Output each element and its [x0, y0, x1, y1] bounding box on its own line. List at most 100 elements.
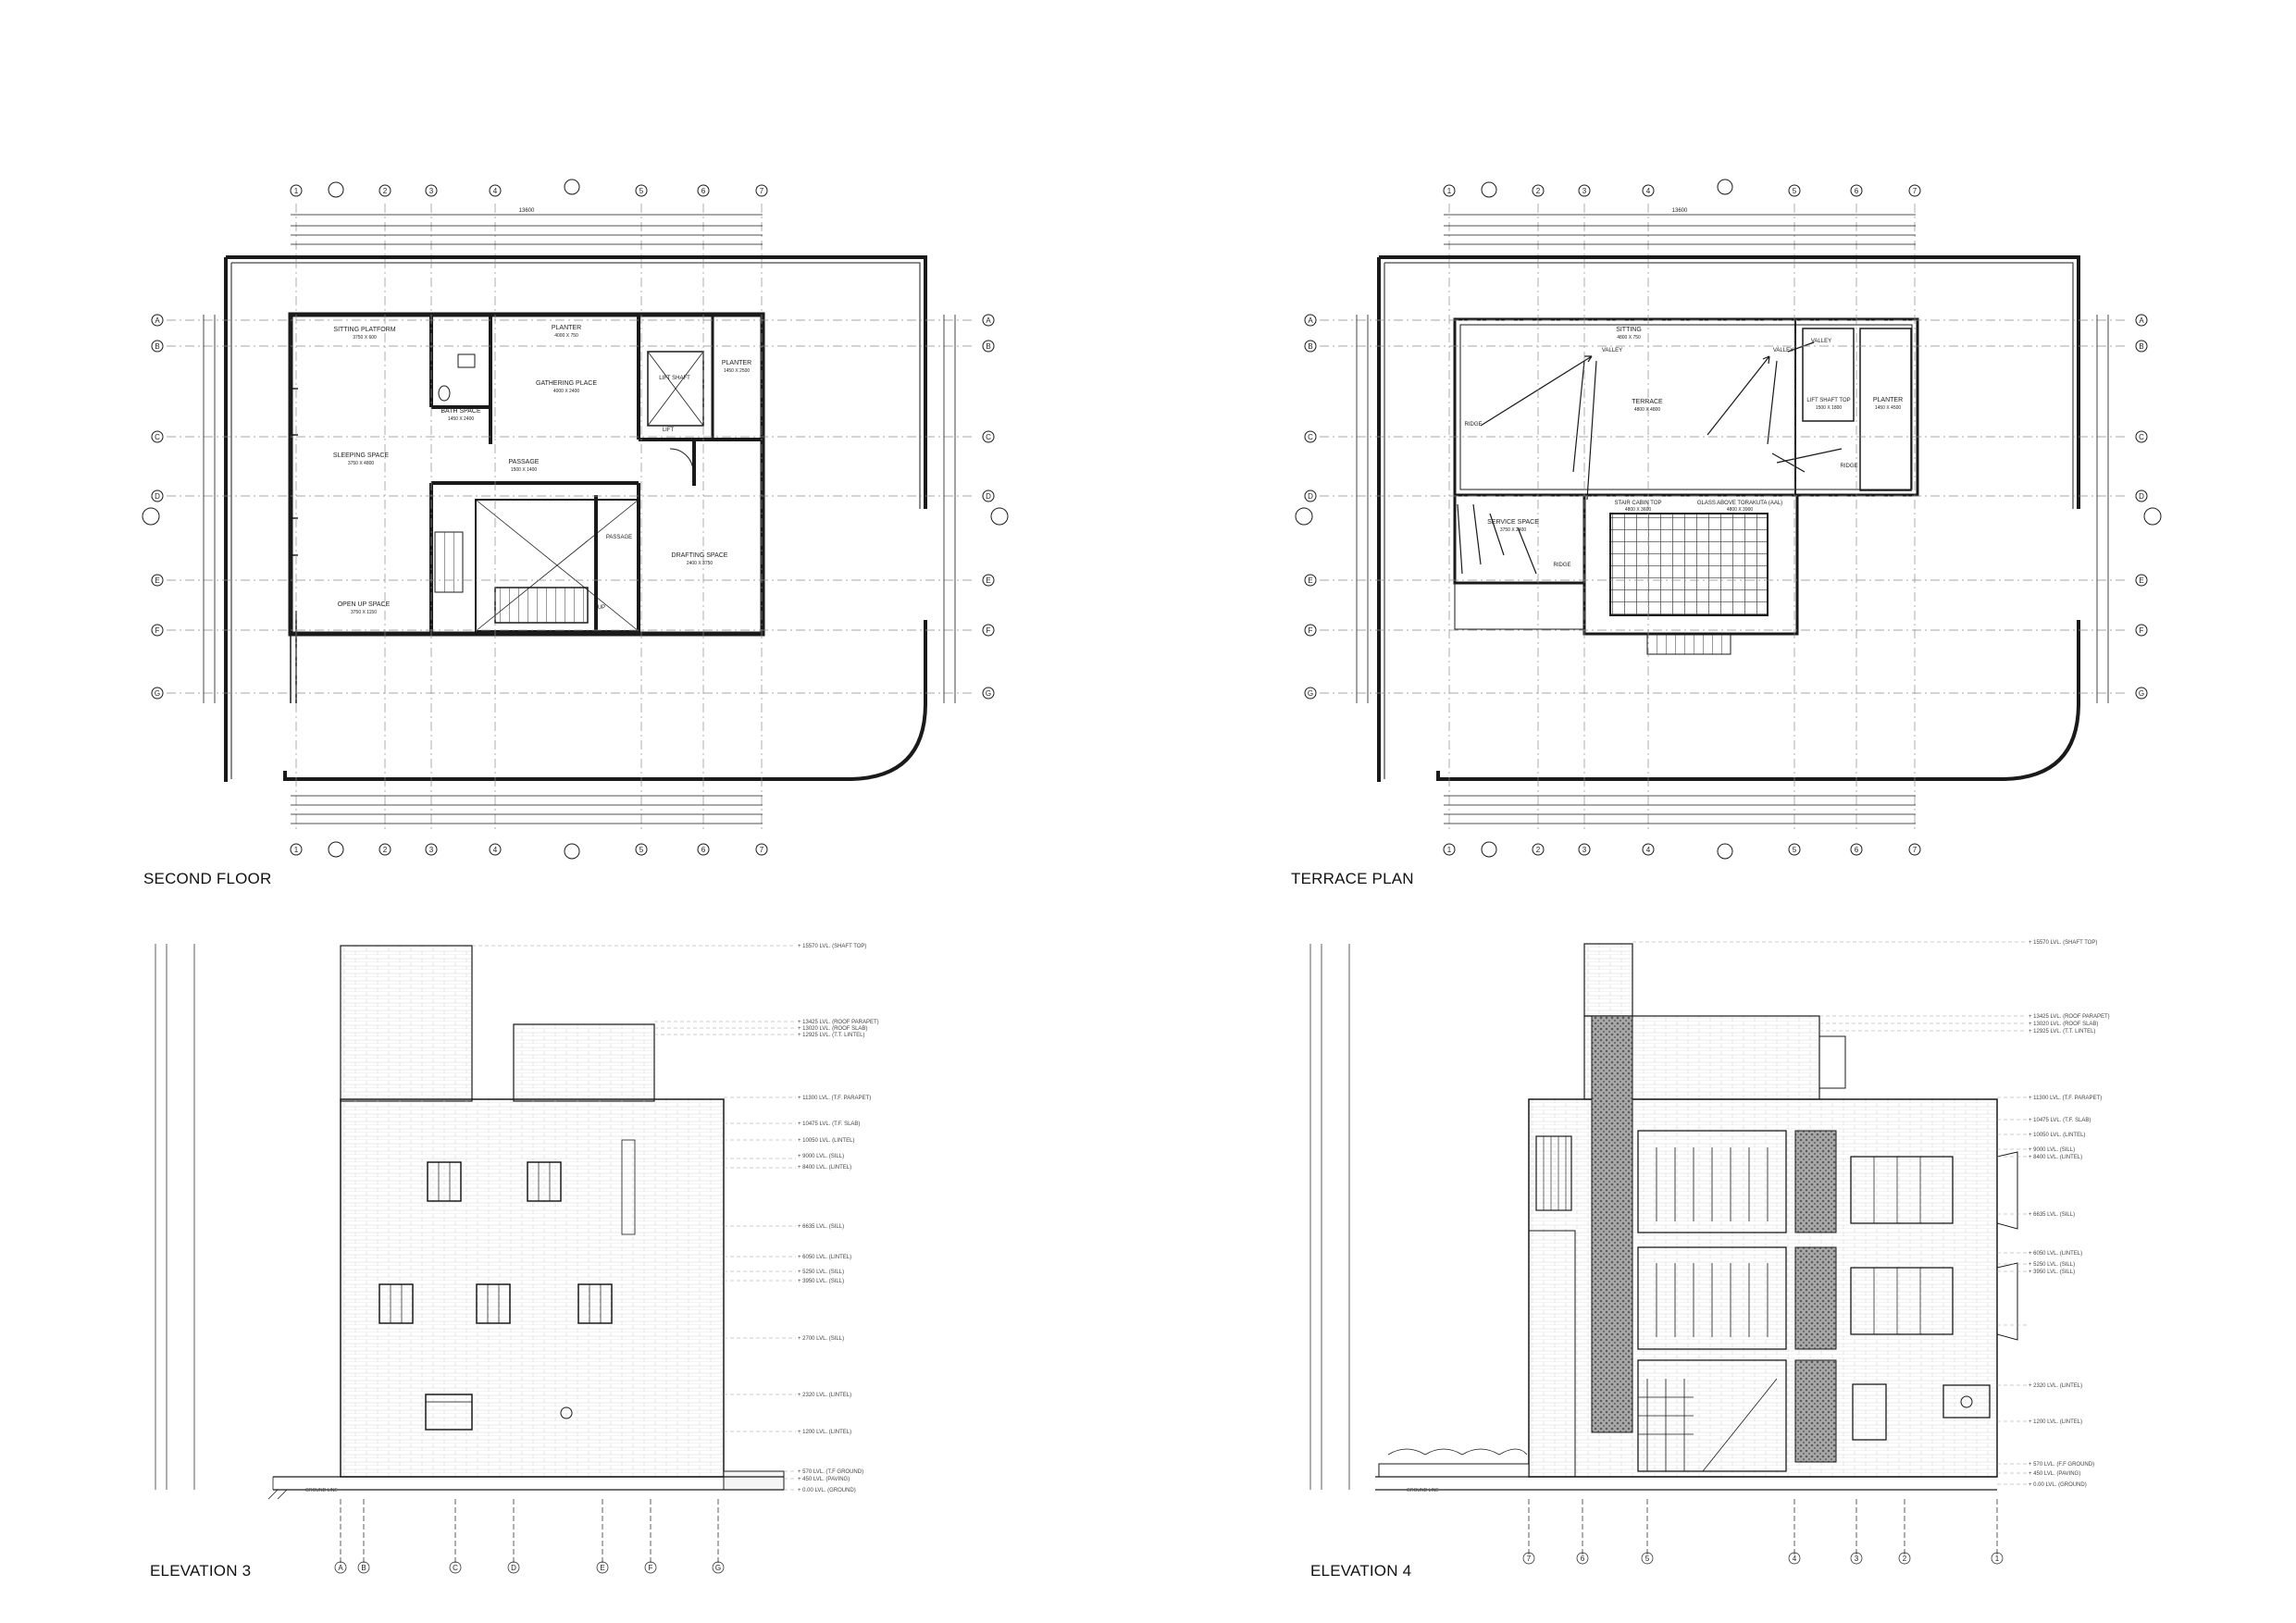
- level-label: + 2320 LVL. (LINTEL): [2029, 1383, 2082, 1389]
- svg-text:E: E: [1308, 576, 1312, 585]
- svg-text:3: 3: [1582, 846, 1587, 854]
- level-label: + 5250 LVL. (SILL): [798, 1270, 844, 1275]
- svg-text:1450 X 2500: 1450 X 2500: [724, 368, 751, 374]
- level-label: + 0.00 LVL. (GROUND): [798, 1488, 856, 1493]
- svg-text:4: 4: [493, 846, 498, 854]
- svg-text:6: 6: [701, 187, 706, 195]
- svg-text:2: 2: [383, 187, 388, 195]
- svg-text:PLANTER: PLANTER: [552, 325, 581, 331]
- level-label: + 10050 LVL. (LINTEL): [798, 1138, 854, 1144]
- svg-text:TERRACE: TERRACE: [1632, 399, 1663, 405]
- svg-text:VALLEY: VALLEY: [1602, 348, 1622, 353]
- level-label: + 9000 LVL. (SILL): [798, 1154, 844, 1159]
- svg-text:D: D: [511, 1564, 516, 1572]
- svg-text:VALLEY: VALLEY: [1773, 348, 1793, 353]
- svg-text:G: G: [1308, 689, 1313, 698]
- level-label: + 11300 LVL. (T.F. PARAPET): [798, 1096, 871, 1101]
- svg-text:C: C: [453, 1564, 458, 1572]
- level-label: + 6635 LVL. (SILL): [798, 1224, 844, 1230]
- level-label: + 10475 LVL. (T.F. SLAB): [798, 1121, 860, 1127]
- level-label: + 12925 LVL. (T.T. LINTEL): [798, 1033, 864, 1038]
- svg-text:E: E: [986, 576, 990, 585]
- svg-text:F: F: [987, 626, 991, 635]
- svg-text:G: G: [715, 1564, 721, 1572]
- svg-text:5: 5: [1645, 1555, 1650, 1563]
- svg-text:C: C: [1308, 433, 1313, 441]
- svg-text:SITTING PLATFORM: SITTING PLATFORM: [333, 327, 395, 333]
- svg-text:5: 5: [1793, 187, 1797, 195]
- svg-text:SLEEPING SPACE: SLEEPING SPACE: [333, 452, 390, 459]
- svg-text:E: E: [2139, 576, 2143, 585]
- elevation-4-title: ELEVATION 4: [1310, 1562, 1412, 1580]
- elevation-3-level-labels: + 15570 LVL. (SHAFT TOP)+ 13425 LVL. (RO…: [798, 944, 879, 1493]
- svg-text:B: B: [986, 342, 990, 351]
- svg-text:3750 X 600: 3750 X 600: [353, 335, 377, 341]
- svg-text:F: F: [2140, 626, 2144, 635]
- level-label: + 3950 LVL. (SILL): [2029, 1270, 2075, 1275]
- svg-text:5: 5: [639, 846, 644, 854]
- level-label: + 8400 LVL. (LINTEL): [798, 1165, 851, 1171]
- svg-text:4800 X 3900: 4800 X 3900: [1727, 507, 1754, 513]
- second-floor-plan: [142, 179, 1009, 860]
- level-label: + 10050 LVL. (LINTEL): [2029, 1133, 2085, 1138]
- svg-text:3: 3: [429, 846, 434, 854]
- svg-text:PASSAGE: PASSAGE: [509, 459, 540, 465]
- level-label: + 8400 LVL. (LINTEL): [2029, 1155, 2082, 1160]
- svg-text:A: A: [986, 316, 991, 325]
- svg-text:SERVICE SPACE: SERVICE SPACE: [1487, 519, 1539, 526]
- svg-text:A: A: [338, 1564, 343, 1572]
- level-label: + 2700 LVL. (SILL): [798, 1336, 844, 1342]
- svg-text:4: 4: [493, 187, 498, 195]
- svg-text:6: 6: [1855, 846, 1859, 854]
- level-label: + 5250 LVL. (SILL): [2029, 1262, 2075, 1268]
- svg-text:LIFT: LIFT: [663, 427, 675, 433]
- svg-text:B: B: [2139, 342, 2143, 351]
- svg-text:RIDGE: RIDGE: [1464, 422, 1482, 427]
- level-label: + 13020 LVL. (ROOF SLAB): [798, 1026, 867, 1032]
- svg-text:OPEN UP SPACE: OPEN UP SPACE: [338, 601, 391, 608]
- svg-text:2: 2: [383, 846, 388, 854]
- svg-text:F: F: [1309, 626, 1313, 635]
- svg-text:C: C: [2139, 433, 2144, 441]
- level-label: + 1200 LVL. (LINTEL): [2029, 1419, 2082, 1425]
- svg-text:A: A: [2139, 316, 2144, 325]
- svg-text:D: D: [2139, 492, 2144, 501]
- terrace-plan-title: TERRACE PLAN: [1291, 870, 1414, 887]
- svg-text:1: 1: [294, 846, 299, 854]
- svg-text:3750 X 4800: 3750 X 4800: [348, 461, 375, 466]
- level-label: + 2320 LVL. (LINTEL): [798, 1393, 851, 1398]
- svg-text:7: 7: [1527, 1555, 1532, 1563]
- svg-text:GLASS ABOVE TORAKUTA (AAL): GLASS ABOVE TORAKUTA (AAL): [1697, 501, 1782, 506]
- svg-text:2: 2: [1536, 846, 1541, 854]
- svg-text:BATH SPACE: BATH SPACE: [441, 408, 481, 415]
- svg-text:4800 X 750: 4800 X 750: [1617, 335, 1641, 341]
- svg-text:1: 1: [1447, 187, 1452, 195]
- elevation-3-title: ELEVATION 3: [150, 1562, 252, 1580]
- level-label: + 1200 LVL. (LINTEL): [798, 1430, 851, 1435]
- svg-text:7: 7: [1913, 187, 1917, 195]
- svg-text:F: F: [155, 626, 160, 635]
- svg-text:13600: 13600: [519, 208, 535, 214]
- level-label: + 12925 LVL. (T.T. LINTEL): [2029, 1029, 2095, 1035]
- level-label: + 450 LVL. (PAVING): [798, 1477, 850, 1482]
- svg-text:F: F: [649, 1564, 653, 1572]
- level-label: + 570 LVL. (T.F GROUND): [798, 1469, 863, 1475]
- svg-text:UP: UP: [598, 605, 605, 611]
- svg-text:5: 5: [1793, 846, 1797, 854]
- level-label: + 9000 LVL. (SILL): [2029, 1147, 2075, 1153]
- level-label: + 6050 LVL. (LINTEL): [2029, 1251, 2082, 1257]
- svg-text:4800 X 4800: 4800 X 4800: [1634, 407, 1661, 413]
- level-label: + 13020 LVL. (ROOF SLAB): [2029, 1022, 2098, 1027]
- terrace-plan: [1295, 179, 2162, 860]
- level-label: + 450 LVL. (PAVING): [2029, 1471, 2080, 1477]
- svg-text:4: 4: [1646, 187, 1651, 195]
- svg-text:2400 X 3750: 2400 X 3750: [687, 561, 714, 566]
- level-label: + 15570 LVL. (SHAFT TOP): [2029, 940, 2097, 946]
- svg-text:3: 3: [1582, 187, 1587, 195]
- svg-text:LIFT SHAFT: LIFT SHAFT: [659, 376, 690, 381]
